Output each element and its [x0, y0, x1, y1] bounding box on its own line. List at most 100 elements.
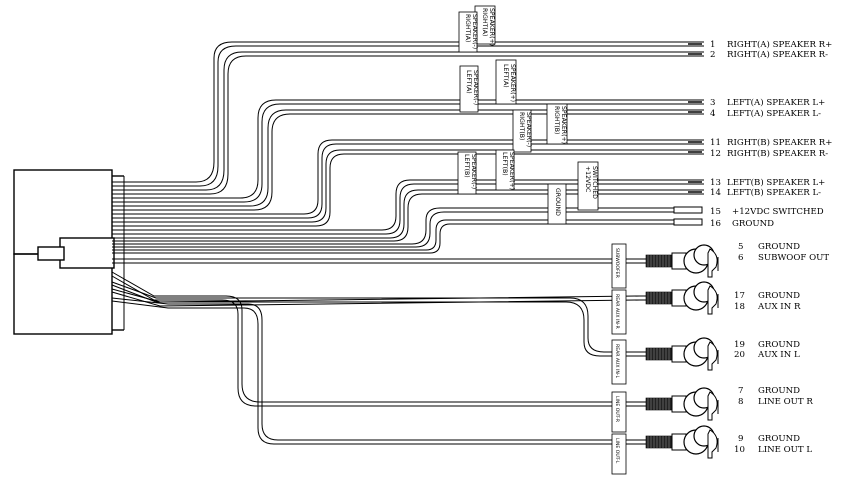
svg-text:LEFT(B): LEFT(B)	[463, 154, 470, 178]
connector-latch-inner	[37, 246, 65, 261]
pin-number: 11	[710, 138, 721, 148]
pin-label: GROUND	[758, 242, 800, 252]
rca-tag-aux-in-l: REAR AUX IN-L	[611, 339, 627, 385]
pin-number: 14	[710, 188, 721, 198]
svg-text:LEFT(A): LEFT(A)	[502, 64, 509, 88]
wire-tags: RIGHT(A) SPEAKER(+) RIGHT(A) SPEAKER(-) …	[457, 5, 599, 225]
pin-label: +12VDC SWITCHED	[732, 207, 824, 217]
rca-tag-line-out-r: LINE OUT-R	[611, 391, 627, 433]
pin-label: SUBWOOF OUT	[758, 253, 829, 263]
svg-text:SWITCHED: SWITCHED	[591, 166, 598, 199]
pin-label: LEFT(A) SPEAKER L-	[727, 108, 821, 119]
svg-text:SPEAKER(-): SPEAKER(-)	[472, 70, 479, 105]
wire-16	[112, 219, 674, 254]
rca-plug-aux-in-l-icon	[645, 337, 719, 371]
svg-text:RIGHT(A): RIGHT(A)	[481, 8, 488, 36]
wire-1	[112, 41, 690, 187]
pin-label: GROUND	[732, 219, 774, 229]
wire-tag-left-a-plus: LEFT(A) SPEAKER(+)	[495, 59, 517, 105]
rca-tag-line-out-l: LINE OUT-L	[611, 433, 627, 475]
wire-tag-12vdc-switched: +12VDC SWITCHED	[577, 161, 599, 211]
pin-label: LEFT(B) SPEAKER L-	[727, 187, 821, 198]
rca-cable-bundle	[111, 258, 646, 445]
pin-label: GROUND	[758, 386, 800, 396]
pin-label: AUX IN L	[757, 350, 800, 360]
wire-tag-left-b-minus: LEFT(B) SPEAKER(-)	[457, 151, 477, 195]
svg-text:REAR AUX IN-L: REAR AUX IN-L	[614, 344, 620, 378]
wire-tag-right-a-minus: RIGHT(A) SPEAKER(-)	[458, 11, 478, 53]
svg-text:SPEAKER(+): SPEAKER(+)	[509, 64, 516, 102]
pin-number: 15	[710, 207, 721, 217]
svg-text:SUBWOOFER: SUBWOOFER	[614, 248, 620, 279]
pin-label: LEFT(A) SPEAKER L+	[727, 97, 825, 108]
pin-number: 4	[710, 109, 716, 119]
pin-label: RIGHT(B) SPEAKER R+	[727, 137, 832, 148]
pin-number: 16	[710, 219, 721, 229]
wire-12	[112, 149, 690, 227]
wire-2	[112, 51, 690, 195]
pin-label: GROUND	[758, 291, 800, 301]
wire-13	[112, 179, 690, 235]
pin-number: 13	[710, 178, 721, 188]
svg-text:+12VDC: +12VDC	[584, 166, 591, 192]
pin-number: 8	[738, 397, 743, 407]
pin-number: 17	[734, 291, 745, 301]
rca-plug-aux-in-r-icon	[645, 281, 719, 315]
pin-number: 18	[734, 302, 745, 312]
rca-pin-labels: 5 GROUND 6 SUBWOOF OUT 17 GROUND 18 AUX …	[734, 242, 829, 455]
svg-text:LEFT(A): LEFT(A)	[465, 70, 472, 94]
svg-text:REAR AUX IN-R: REAR AUX IN-R	[614, 294, 620, 329]
wire-11	[112, 139, 690, 219]
speaker-wire-bundle	[112, 41, 690, 254]
main-connector	[13, 169, 125, 335]
pin-label: LINE OUT R	[758, 397, 813, 407]
connector-latch	[59, 237, 115, 269]
wire-15	[112, 207, 674, 248]
pin-number: 3	[710, 98, 715, 108]
svg-text:RIGHT(B): RIGHT(B)	[518, 112, 525, 140]
svg-text:SPEAKER(-): SPEAKER(-)	[525, 112, 532, 147]
pin-number: 20	[734, 350, 745, 360]
wire-4	[112, 109, 690, 211]
wire-ends	[673, 41, 704, 226]
pin-number: 1	[710, 40, 715, 50]
pin-number: 5	[738, 242, 743, 252]
svg-text:LINE OUT-L: LINE OUT-L	[614, 438, 620, 464]
wire-tag-right-b-minus: RIGHT(B) SPEAKER(-)	[512, 109, 532, 153]
rca-plug-subwoofer-icon	[645, 244, 719, 278]
wire-tag-left-a-minus: LEFT(A) SPEAKER(-)	[459, 65, 479, 113]
wire-tag-ground: GROUND	[547, 183, 567, 225]
svg-text:SPEAKER(+): SPEAKER(+)	[560, 106, 567, 144]
pin-label: LEFT(B) SPEAKER L+	[727, 177, 825, 188]
rca-plug-line-out-l-icon	[645, 425, 719, 459]
svg-text:SPEAKER(-): SPEAKER(-)	[470, 154, 477, 189]
svg-text:LINE OUT-R: LINE OUT-R	[614, 396, 620, 423]
pin-number: 10	[734, 445, 745, 455]
pin-number: 19	[734, 340, 745, 350]
svg-text:SPEAKER(+): SPEAKER(+)	[488, 8, 495, 46]
speaker-pin-labels: 1 RIGHT(A) SPEAKER R+ 2 RIGHT(A) SPEAKER…	[710, 39, 832, 229]
pin-label: RIGHT(A) SPEAKER R-	[727, 49, 828, 60]
pin-number: 9	[738, 434, 743, 444]
svg-text:LEFT(B): LEFT(B)	[501, 152, 508, 176]
pin-label: AUX IN R	[757, 302, 801, 312]
wire-3	[112, 99, 690, 203]
pin-label: LINE OUT L	[758, 445, 812, 455]
pin-number: 6	[738, 253, 743, 263]
rca-plug-line-out-r-icon	[645, 387, 719, 421]
svg-text:SPEAKER(+): SPEAKER(+)	[508, 152, 515, 190]
wire-tag-left-b-plus: LEFT(B) SPEAKER(+)	[495, 149, 515, 191]
pin-number: 2	[710, 50, 715, 60]
pin-label: GROUND	[758, 434, 800, 444]
pin-number: 12	[710, 149, 721, 159]
pin-label: RIGHT(A) SPEAKER R+	[727, 39, 832, 50]
svg-text:SPEAKER(-): SPEAKER(-)	[471, 14, 478, 49]
rca-plugs	[645, 244, 719, 459]
wire-14	[112, 189, 690, 242]
pin-label: GROUND	[758, 340, 800, 350]
svg-text:RIGHT(B): RIGHT(B)	[553, 106, 560, 134]
svg-text:GROUND: GROUND	[554, 188, 561, 216]
rca-tags: SUBWOOFER REAR AUX IN-R REAR AUX IN-L LI…	[611, 243, 627, 475]
rca-tag-subwoofer: SUBWOOFER	[611, 243, 627, 289]
